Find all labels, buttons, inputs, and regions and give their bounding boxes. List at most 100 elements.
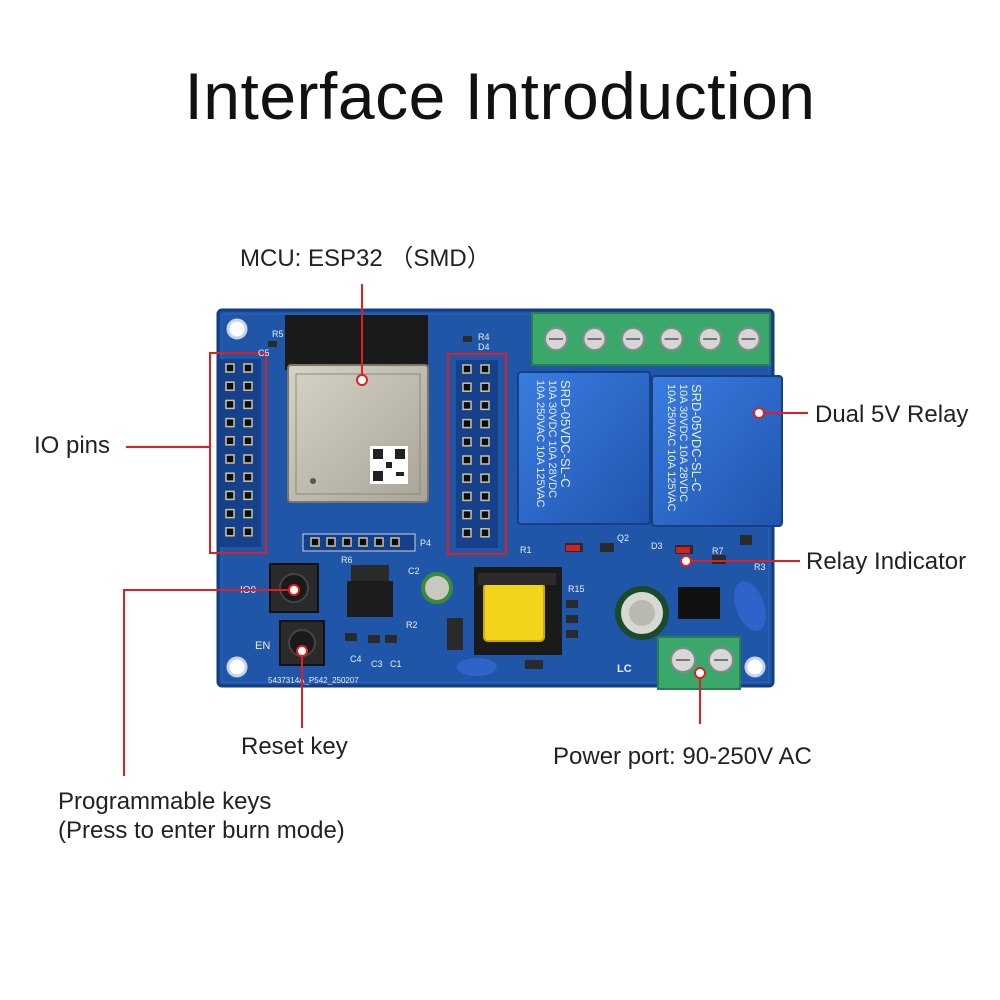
svg-text:R5: R5 [272, 329, 284, 339]
smd-ic [678, 587, 720, 619]
svg-text:R1: R1 [520, 545, 532, 555]
voltage-regulator [347, 565, 393, 617]
electrolytic-capacitor-large [615, 586, 669, 640]
relay-indicator-leds [566, 545, 690, 553]
callout-line-programmable-keys [123, 589, 294, 776]
label-dual-relay: Dual 5V Relay [815, 401, 969, 428]
callout-lines [123, 284, 808, 776]
left-io-header [209, 352, 267, 554]
qr-code [370, 446, 408, 484]
mounting-hole [226, 656, 248, 678]
svg-text:C4: C4 [350, 654, 362, 664]
output-terminal-block [531, 312, 771, 366]
label-reset-key: Reset key [241, 733, 348, 760]
label-io-pins: IO pins [34, 432, 111, 459]
page-title: Interface Introduction [184, 59, 816, 133]
io0-button[interactable]: IO0 [240, 563, 319, 613]
header-pin [480, 528, 490, 538]
svg-text:Q2: Q2 [617, 533, 629, 543]
header-pin [480, 382, 490, 392]
header-pin [225, 472, 235, 482]
svg-text:EN: EN [255, 640, 270, 652]
header-pin [462, 437, 472, 447]
header-pin [480, 400, 490, 411]
label-programmable-keys-line2: (Press to enter burn mode) [58, 816, 345, 844]
header-pin [225, 490, 235, 501]
header-pin [243, 527, 253, 537]
header-pin [243, 417, 253, 428]
header-pin [310, 537, 320, 547]
header-pin [225, 454, 235, 464]
svg-text:5437314A_P542_250207: 5437314A_P542_250207 [268, 676, 359, 685]
header-pin [225, 363, 235, 373]
header-pin [358, 537, 368, 547]
header-pin [462, 491, 472, 502]
header-pin [462, 509, 472, 520]
label-relay-indicator: Relay Indicator [806, 548, 967, 575]
header-pin [243, 363, 253, 373]
svg-text:SRD-05VDC-SL-C: SRD-05VDC-SL-C [689, 384, 704, 492]
svg-text:D3: D3 [651, 541, 663, 551]
header-pin [243, 436, 253, 446]
esp32-module [285, 315, 429, 503]
header-pin [462, 364, 472, 374]
header-pin [480, 437, 490, 447]
silkscreen-labels: R5 C5 R4 D4 R6 C2 C4 C3 C1 R2 R1 D3 R7 R… [258, 329, 766, 685]
header-pin [480, 418, 490, 429]
svg-text:R6: R6 [341, 555, 353, 565]
header-pin [342, 537, 352, 547]
header-pin [462, 455, 472, 465]
svg-text:R4: R4 [478, 332, 490, 342]
header-pin [243, 508, 253, 519]
svg-text:R2: R2 [406, 620, 418, 630]
header-pin [390, 537, 400, 547]
svg-text:D4: D4 [478, 342, 490, 352]
mounting-hole [226, 318, 248, 340]
callout-dots [288, 374, 765, 679]
svg-text:C2: C2 [408, 566, 420, 576]
label-mcu: MCU: ESP32 （SMD） [240, 245, 491, 272]
x-capacitor [457, 658, 497, 676]
svg-text:SRD-05VDC-SL-C: SRD-05VDC-SL-C [558, 380, 573, 488]
header-pin [243, 490, 253, 501]
header-pin [225, 381, 235, 391]
header-pin [225, 417, 235, 428]
svg-text:LC: LC [617, 663, 632, 675]
right-io-header [447, 353, 507, 555]
header-pin [480, 509, 490, 520]
header-pin [480, 473, 490, 483]
header-pin [480, 455, 490, 465]
power-transformer [474, 567, 562, 655]
header-pin [462, 528, 472, 538]
svg-text:C1: C1 [390, 659, 402, 669]
header-pin [462, 382, 472, 392]
svg-text:10A 30VDC 10A 28VDC: 10A 30VDC 10A 28VDC [677, 384, 689, 502]
label-programmable-keys: Programmable keys (Press to enter burn m… [58, 788, 345, 846]
header-pin [243, 454, 253, 464]
header-pin [480, 364, 490, 374]
header-pin [225, 399, 235, 410]
header-pin [462, 400, 472, 411]
svg-text:10A 250VAC 10A 125VAC: 10A 250VAC 10A 125VAC [534, 380, 546, 507]
svg-text:C5: C5 [258, 348, 270, 358]
header-pin [225, 527, 235, 537]
p4-silk: P4 [420, 538, 431, 548]
header-pin [243, 381, 253, 391]
header-pin [462, 473, 472, 483]
svg-text:C3: C3 [371, 659, 383, 669]
header-pin [225, 436, 235, 446]
relay-2: 10A 250VAC 10A 125VAC 10A 30VDC 10A 28VD… [651, 375, 783, 527]
svg-text:R3: R3 [754, 562, 766, 572]
electrolytic-capacitor-small [421, 572, 453, 604]
header-pin [243, 399, 253, 410]
svg-text:R7: R7 [712, 546, 724, 556]
svg-text:R15: R15 [568, 584, 585, 594]
header-pin [225, 508, 235, 519]
p4-header: P4 [302, 533, 431, 552]
header-pin [480, 491, 490, 502]
header-pin [374, 537, 384, 547]
svg-text:10A 250VAC 10A 125VAC: 10A 250VAC 10A 125VAC [665, 384, 677, 511]
mounting-hole [744, 656, 766, 678]
label-power-port: Power port: 90-250V AC [553, 743, 812, 770]
